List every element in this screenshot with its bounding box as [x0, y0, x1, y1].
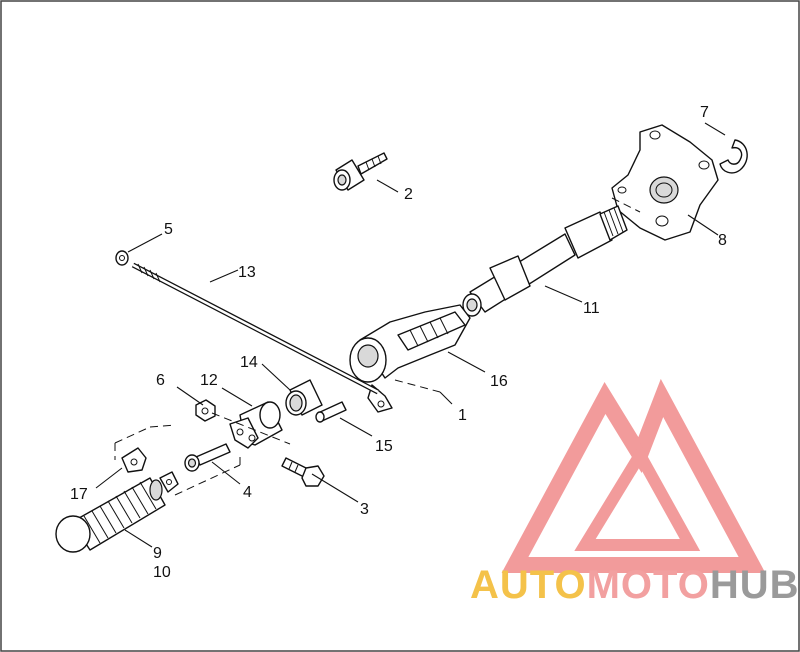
part-7-retaining-clip	[719, 139, 748, 174]
callout-17: 17	[70, 486, 88, 503]
callout-10: 10	[153, 564, 171, 581]
callout-2: 2	[404, 186, 413, 203]
callout-1: 1	[458, 407, 467, 424]
part-12-clevis	[229, 401, 283, 449]
watermark-hub: HUB	[709, 563, 800, 607]
part-4-socket-screw	[184, 443, 231, 472]
part-17-plate	[121, 447, 179, 493]
assembly-dashed-lines	[114, 197, 641, 496]
part-11-shaft	[462, 205, 628, 317]
part-14-bushing	[285, 379, 323, 416]
callout-3: 3	[360, 501, 369, 518]
part-6-nut	[195, 399, 216, 422]
watermark-brand-text: AUTOMOTOHUB	[470, 563, 800, 608]
part-9-10-foot-peg	[55, 477, 166, 553]
watermark-logo	[501, 378, 766, 573]
part-15-pin	[315, 401, 347, 423]
watermark-auto: AUTO	[470, 563, 587, 607]
callout-11: 11	[583, 300, 600, 317]
part-13-rod	[131, 262, 380, 395]
callout-5: 5	[164, 221, 173, 238]
part-2-socket-screw	[333, 152, 388, 191]
callout-8: 8	[718, 232, 727, 249]
callout-14: 14	[240, 354, 258, 371]
callout-9: 9	[153, 545, 162, 562]
callout-7: 7	[700, 104, 709, 121]
callout-6: 6	[156, 372, 165, 389]
callout-15: 15	[375, 438, 393, 455]
callout-4: 4	[243, 484, 252, 501]
part-5-nut	[115, 250, 129, 266]
part-16-peg-lever	[349, 304, 471, 413]
watermark-moto: MOTO	[586, 563, 710, 607]
callout-labels: 1 2 3 4 5 6 7 8 9 10 11 12 13 14 15 16 1…	[70, 104, 727, 581]
callout-12: 12	[200, 372, 218, 389]
callout-16: 16	[490, 373, 508, 390]
part-8-mounting-bracket	[611, 124, 719, 241]
leader-lines	[95, 122, 726, 548]
part-3-hex-bolt	[281, 457, 325, 487]
callout-13: 13	[238, 264, 256, 281]
